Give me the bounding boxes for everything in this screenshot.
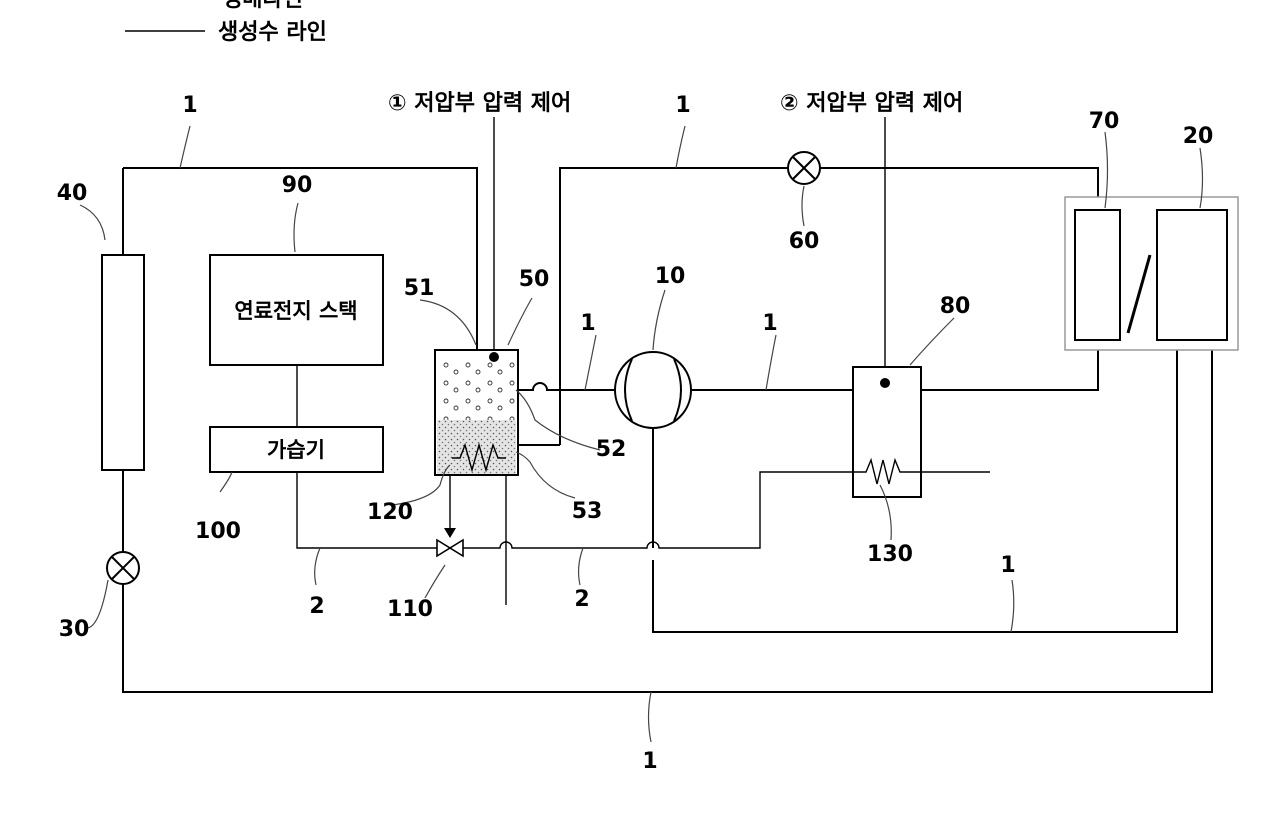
humidifier-label: 가습기 xyxy=(267,438,325,462)
ref-70: 70 xyxy=(1089,109,1120,134)
legend-line-label: 생성수 라인 xyxy=(218,20,327,45)
ref-53: 53 xyxy=(572,499,603,524)
ref-1: 1 xyxy=(762,311,777,336)
ref-80: 80 xyxy=(940,294,971,319)
ref-51: 51 xyxy=(404,276,435,301)
valve-110-icon xyxy=(437,540,463,556)
ref-1: 1 xyxy=(1000,553,1015,578)
compressor-10-icon xyxy=(615,352,691,428)
heat-exchanger-80 xyxy=(853,367,921,497)
ref-1: 1 xyxy=(675,93,690,118)
legend-cut-label: 냉매라인 xyxy=(222,0,303,12)
ref-90: 90 xyxy=(282,173,313,198)
ref-52: 52 xyxy=(596,437,627,462)
ref-110: 110 xyxy=(387,597,433,622)
ref-130: 130 xyxy=(867,542,913,567)
pressure-control-2-label: ② 저압부 압력 제어 xyxy=(780,91,963,116)
evaporator-70 xyxy=(1075,210,1120,340)
fuel-cell-stack-label: 연료전지 스택 xyxy=(234,299,357,323)
ref-1: 1 xyxy=(642,749,657,774)
condenser-20 xyxy=(1157,210,1227,340)
expansion-valve-60-icon xyxy=(788,152,820,184)
ref-60: 60 xyxy=(789,229,820,254)
legend: 냉매라인 생성수 라인 xyxy=(125,0,327,45)
expansion-valve-30-icon xyxy=(107,552,139,584)
ref-1: 1 xyxy=(182,93,197,118)
arrow-icon xyxy=(444,528,456,538)
hvac-module xyxy=(1065,197,1238,350)
ref-2: 2 xyxy=(574,587,589,612)
pressure-control-1-label: ① 저압부 압력 제어 xyxy=(388,91,571,116)
ref-50: 50 xyxy=(519,267,550,292)
ref-1: 1 xyxy=(580,311,595,336)
accumulator-50 xyxy=(435,350,518,475)
ref-120: 120 xyxy=(367,500,413,525)
ref-100: 100 xyxy=(195,519,241,544)
ref-10: 10 xyxy=(655,264,686,289)
ref-30: 30 xyxy=(59,617,90,642)
sensor-dot-icon xyxy=(489,352,499,362)
ref-2: 2 xyxy=(309,594,324,619)
receiver-40 xyxy=(102,255,144,470)
ref-40: 40 xyxy=(57,181,88,206)
ref-20: 20 xyxy=(1183,124,1214,149)
sensor-dot-icon xyxy=(880,378,890,388)
